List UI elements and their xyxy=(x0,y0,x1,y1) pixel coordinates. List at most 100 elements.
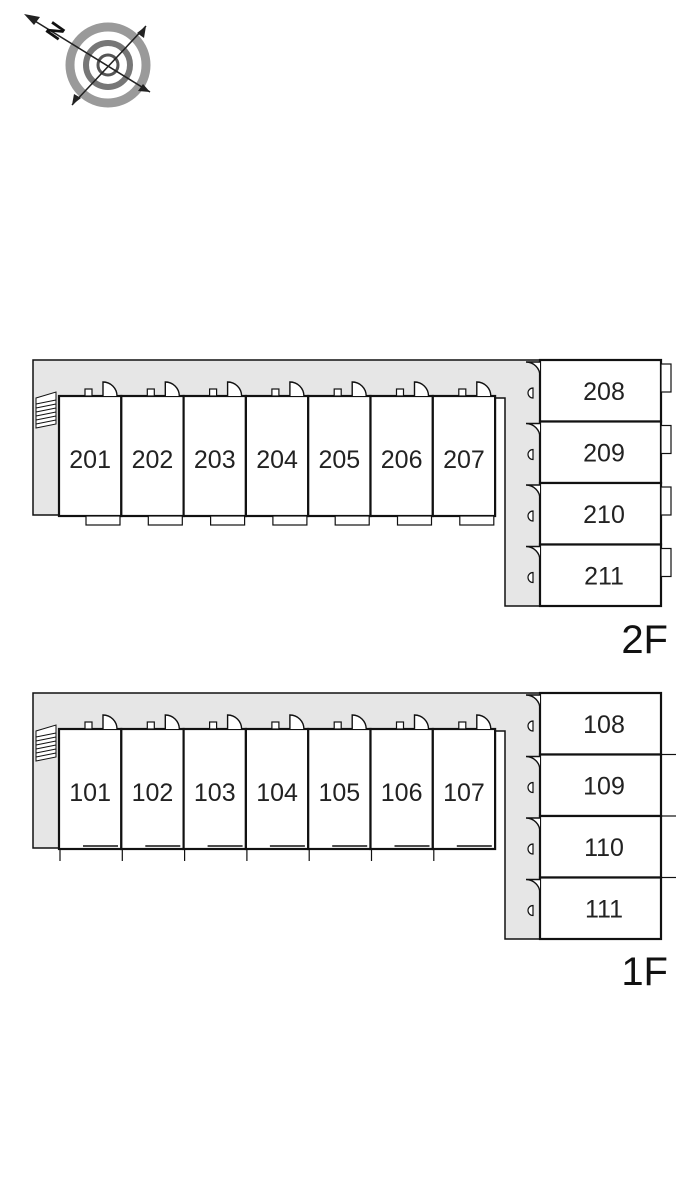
door-icon xyxy=(525,817,541,833)
balcony xyxy=(396,515,433,526)
unit-210[interactable]: 210 xyxy=(525,481,672,546)
staircase-icon xyxy=(35,391,57,429)
meter-box-icon xyxy=(527,448,534,461)
door-icon xyxy=(102,381,118,397)
meter-box-icon xyxy=(527,720,534,732)
meter-box-icon xyxy=(527,781,534,794)
floor-1f: 101 102 103 104 105 106 107 108 109 110 111 1F xyxy=(32,691,676,994)
meter-box-icon xyxy=(209,721,218,730)
balcony xyxy=(660,547,672,578)
door-icon xyxy=(351,714,367,730)
unit-number: 205 xyxy=(318,446,360,474)
unit-106[interactable]: 106 xyxy=(369,714,434,861)
meter-box-icon xyxy=(458,721,467,730)
compass-axis xyxy=(71,25,147,106)
door-icon xyxy=(525,545,541,561)
unit-103[interactable]: 103 xyxy=(182,714,248,861)
door-icon xyxy=(525,878,541,894)
door-icon xyxy=(476,714,492,730)
door-icon xyxy=(525,484,541,500)
door-icon xyxy=(525,755,541,771)
unit-number: 201 xyxy=(69,446,111,474)
meter-box-icon xyxy=(527,510,534,522)
arrow-icon xyxy=(72,94,81,105)
watermark-logo xyxy=(352,1128,682,1196)
unit-110[interactable]: 110 xyxy=(525,814,676,879)
meter-box-icon xyxy=(333,388,342,397)
door-icon xyxy=(102,714,118,730)
meter-box-icon xyxy=(333,721,342,730)
unit-102[interactable]: 102 xyxy=(120,714,185,861)
compass-icon: N xyxy=(24,14,151,108)
meter-box-icon xyxy=(527,387,534,399)
door-icon xyxy=(164,714,180,730)
compass-center xyxy=(96,53,120,77)
balcony xyxy=(272,515,308,526)
meter-box-icon xyxy=(527,904,534,917)
north-arrow-icon xyxy=(24,14,40,25)
balcony xyxy=(85,515,121,526)
meter-box-icon xyxy=(271,721,280,730)
meter-box-icon xyxy=(395,388,405,397)
unit-number: 106 xyxy=(381,779,423,807)
unit-number: 103 xyxy=(194,779,236,807)
door-icon xyxy=(525,422,541,438)
unit-number: 111 xyxy=(585,896,623,924)
unit-202[interactable]: 202 xyxy=(120,381,185,526)
unit-number: 209 xyxy=(583,440,625,468)
unit-number: 204 xyxy=(256,446,298,474)
unit-101[interactable]: 101 xyxy=(57,714,123,861)
unit-207[interactable]: 207 xyxy=(431,381,497,526)
balcony xyxy=(660,363,672,393)
unit-206[interactable]: 206 xyxy=(369,381,434,526)
unit-number: 208 xyxy=(583,378,625,406)
staircase-icon xyxy=(35,724,57,762)
unit-105[interactable]: 105 xyxy=(307,714,372,861)
door-icon xyxy=(289,381,305,397)
door-icon xyxy=(525,694,541,710)
unit-number: 105 xyxy=(318,779,360,807)
unit-104[interactable]: 104 xyxy=(244,714,310,861)
unit-number: 110 xyxy=(584,834,624,862)
balcony xyxy=(147,515,183,526)
meter-box-icon xyxy=(527,843,534,855)
unit-number: 202 xyxy=(132,446,174,474)
floor-label: 2F xyxy=(621,618,668,662)
door-icon xyxy=(226,381,243,397)
unit-108[interactable]: 108 xyxy=(525,691,663,756)
balcony xyxy=(210,515,246,526)
balcony xyxy=(660,486,672,516)
meter-box-icon xyxy=(527,571,534,584)
meter-box-icon xyxy=(146,388,155,397)
floor-label: 1F xyxy=(621,950,668,994)
meter-box-icon xyxy=(271,388,280,397)
unit-number: 108 xyxy=(583,711,625,739)
unit-109[interactable]: 109 xyxy=(525,753,676,818)
unit-201[interactable]: 201 xyxy=(57,381,123,526)
door-icon xyxy=(413,714,430,730)
meter-box-icon xyxy=(458,388,467,397)
compass-ring xyxy=(65,22,151,108)
unit-208[interactable]: 208 xyxy=(525,358,672,423)
unit-211[interactable]: 211 xyxy=(525,543,672,608)
unit-204[interactable]: 204 xyxy=(244,381,310,526)
door-icon xyxy=(289,714,305,730)
door-icon xyxy=(476,381,492,397)
unit-number: 101 xyxy=(69,779,111,807)
meter-box-icon xyxy=(209,388,218,397)
unit-number: 207 xyxy=(443,446,485,474)
unit-107[interactable]: 107 xyxy=(431,714,497,861)
unit-203[interactable]: 203 xyxy=(182,381,248,526)
compass-axis xyxy=(29,17,151,93)
meter-box-icon xyxy=(395,721,405,730)
unit-209[interactable]: 209 xyxy=(525,420,672,485)
meter-box-icon xyxy=(146,721,155,730)
arrow-icon xyxy=(138,84,150,92)
balcony xyxy=(334,515,370,526)
unit-205[interactable]: 205 xyxy=(307,381,372,526)
unit-number: 107 xyxy=(443,779,485,807)
unit-number: 102 xyxy=(132,779,174,807)
unit-111[interactable]: 111 xyxy=(525,876,676,941)
